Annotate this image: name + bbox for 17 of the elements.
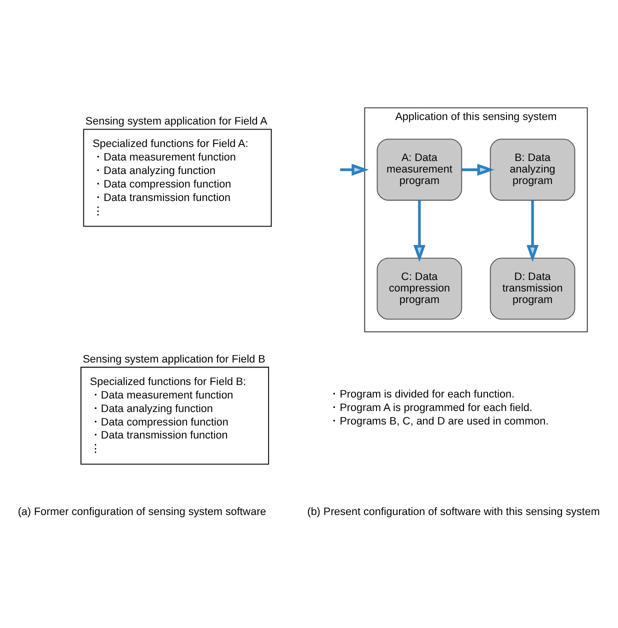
label: ・Programs B, C, and D are used in common. (328, 414, 549, 427)
node-box: A: Data measurement program (376, 138, 462, 200)
node-box: C: Data compression program (376, 257, 462, 320)
node-box: B: Data analyzing program (490, 138, 576, 200)
node-box: D: Data transmission program (490, 257, 576, 320)
arrow (413, 200, 426, 262)
node-box: Specialized functions for Field B: ・Data measurement function ・Data analyzing function ・Data compression function ・Data transmission function ⋮ (80, 366, 270, 464)
arrow (462, 163, 494, 176)
arrow (526, 200, 539, 262)
label: ・Program A is programmed for each field. (328, 401, 532, 414)
node-label: Sensing system application for Field A (85, 114, 268, 127)
label: (b) Present configuration of software with this sensing system (307, 506, 600, 518)
node-box: Specialized functions for Field A: ・Data measurement function ・Data analyzing function ・Data compression function ・Data transmission function ⋮ (83, 128, 272, 226)
arrow (340, 163, 369, 176)
label: ・Program is divided for each function. (328, 388, 514, 400)
label: (a) Former configuration of sensing system software (18, 506, 266, 518)
node-label: Sensing system application for Field B (82, 352, 266, 365)
